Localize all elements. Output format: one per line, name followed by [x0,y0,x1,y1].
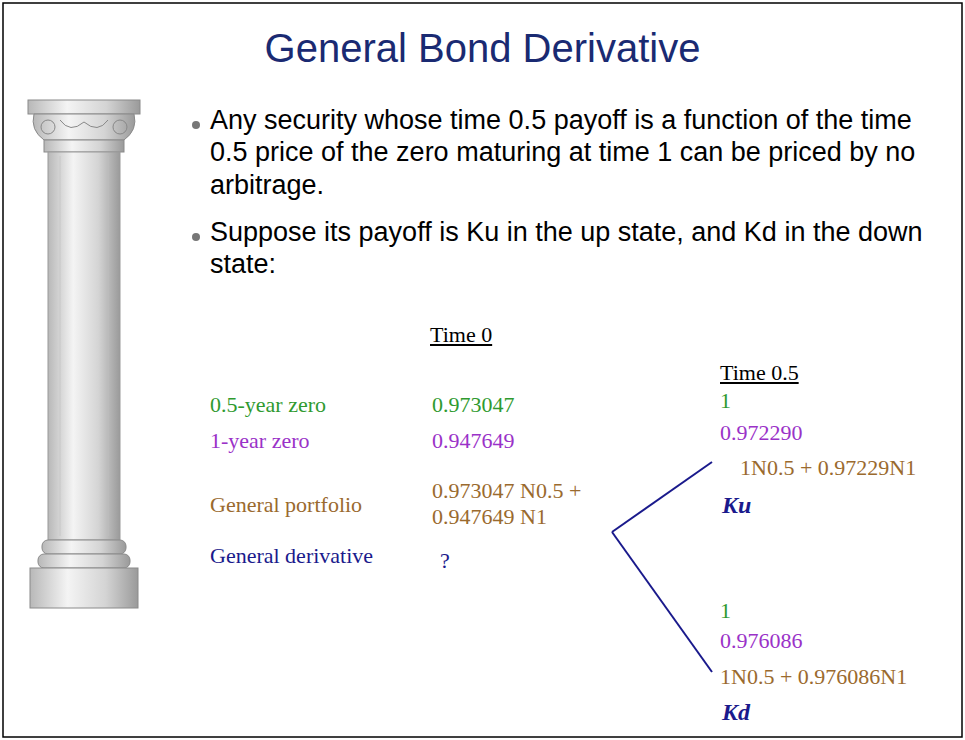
column-heading: Time 0.5 [720,360,799,386]
tree-branch [612,462,712,532]
payoff-value: 1 [720,598,731,624]
unknown-price: ? [440,548,450,574]
row-label: 1-year zero [210,428,310,454]
bullet-text: Any security whose time 0.5 payoff is a … [210,104,945,201]
row-label: 0.5-year zero [210,392,326,418]
price-value: 0.947649 [432,428,515,454]
payoff-symbol: Kd [722,698,750,727]
bullet-dot [192,121,200,129]
payoff-value: 0.972290 [720,420,803,446]
payoff-formula: 1N0.5 + 0.97229N1 [740,455,916,481]
bullet-text: Suppose its payoff is Ku in the up state… [210,216,945,281]
payoff-value: 1 [720,388,731,414]
column-heading: Time 0 [430,322,492,348]
slide-border [3,3,962,737]
row-label: General portfolio [210,492,362,518]
row-label: General derivative [210,543,373,569]
price-value: 0.973047 [432,392,515,418]
payoff-formula: 1N0.5 + 0.976086N1 [720,664,907,690]
slide-title: General Bond Derivative [0,24,965,72]
pillar-illustration [28,100,140,608]
payoff-value: 0.976086 [720,628,803,654]
payoff-symbol: Ku [722,491,751,520]
bullet-dot [192,233,200,241]
price-formula: 0.973047 N0.5 + 0.947649 N1 [432,478,582,531]
tree-branch [612,532,712,672]
